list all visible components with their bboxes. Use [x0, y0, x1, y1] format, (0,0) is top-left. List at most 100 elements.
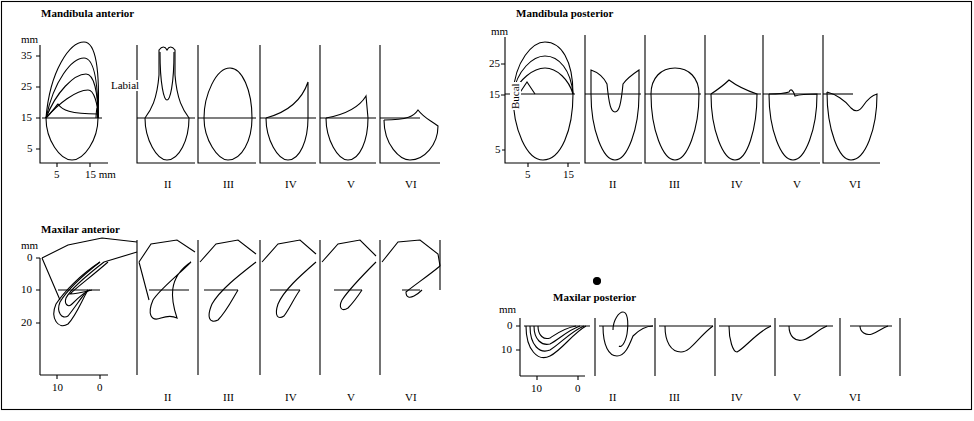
- bone-contour: [326, 96, 368, 160]
- axis-label: II: [608, 392, 617, 403]
- side-label: Bucal: [510, 82, 521, 110]
- axis-label: mm: [20, 34, 39, 45]
- bone-contour: [613, 312, 628, 347]
- axis-label: 0: [26, 252, 34, 263]
- axis-label: IV: [284, 179, 298, 190]
- ink-spot: [594, 278, 601, 285]
- axis-label: III: [222, 179, 235, 190]
- bone-contour: [160, 52, 174, 100]
- axis-label: III: [222, 392, 235, 403]
- axis-label: III: [668, 179, 681, 190]
- axis: [516, 318, 585, 380]
- bone-contour: [46, 42, 98, 118]
- bone-contour: [42, 238, 137, 258]
- bone-contour: [276, 262, 316, 318]
- axis: [516, 318, 900, 380]
- panel-title: Maxilar anterior: [40, 224, 121, 235]
- bone-contour: [322, 240, 376, 290]
- bone-contour: [382, 240, 440, 297]
- bone-contour: [198, 117, 256, 118]
- bone-contour: [719, 326, 771, 352]
- bone-contour: [823, 92, 877, 160]
- bone-contour: [850, 326, 892, 335]
- bone-contour: [380, 117, 420, 118]
- bone-contour: [599, 312, 653, 356]
- bone-contour: [46, 74, 98, 118]
- panel-title: Mandíbula anterior: [40, 8, 135, 19]
- bone-contour: [200, 240, 256, 290]
- axis-label: mm: [20, 240, 39, 251]
- bone-contour: [384, 110, 438, 160]
- axis-label: 15 mm: [84, 169, 117, 180]
- bone-contour: [380, 110, 438, 160]
- figure-border: [2, 2, 972, 410]
- axis: [36, 240, 440, 379]
- bone-contour: [651, 68, 699, 160]
- axis-label: V: [792, 392, 802, 403]
- bone-contour: [262, 240, 316, 290]
- axis: [36, 258, 108, 379]
- bone-contour: [65, 262, 104, 306]
- bone-contour: [139, 240, 195, 300]
- panel-title: Maxilar posterior: [552, 292, 637, 303]
- bone-contour: [860, 326, 888, 335]
- axis-label: 25: [20, 81, 33, 92]
- axis-label: III: [668, 392, 681, 403]
- bone-contour: [46, 90, 98, 118]
- bone-contour: [382, 240, 440, 290]
- bone-contour: [705, 80, 761, 160]
- bone-contour: [42, 238, 137, 326]
- axis-label: V: [792, 179, 802, 190]
- axis-label: 0: [506, 320, 514, 331]
- bone-contour: [585, 93, 641, 94]
- axis-label: 15: [488, 89, 501, 100]
- bone-contour: [534, 326, 580, 344]
- axis-label: 5: [524, 169, 532, 180]
- bone-contour: [763, 90, 821, 160]
- axis-label: Labial: [110, 80, 140, 91]
- axis-label: mm: [498, 304, 517, 315]
- bone-contour: [320, 96, 376, 160]
- bone-contour: [599, 325, 653, 326]
- axis-label: IV: [730, 392, 744, 403]
- bone-contour: [42, 42, 102, 160]
- bone-contour: [505, 42, 575, 160]
- bone-contour: [46, 108, 98, 160]
- axis-label: 10: [500, 344, 513, 355]
- axis-label: VI: [404, 179, 418, 190]
- axis-label: IV: [730, 179, 744, 190]
- bone-contour: [603, 326, 653, 356]
- axis: [137, 240, 440, 375]
- bone-contour: [260, 82, 316, 160]
- bone-contour: [524, 326, 590, 358]
- axis-label: 0: [96, 382, 104, 393]
- bone-contour: [591, 70, 639, 160]
- bone-contour: [538, 326, 576, 339]
- bone-contour: [209, 262, 256, 321]
- bone-contour: [42, 117, 102, 118]
- bone-contour: [406, 266, 440, 297]
- bone-contour: [204, 68, 252, 160]
- bone-contour: [665, 326, 713, 352]
- axis-label: II: [163, 392, 172, 403]
- bone-contour: [659, 326, 713, 352]
- bone-contour: [145, 47, 189, 160]
- bone-contour: [645, 93, 701, 94]
- axis-label: 15: [20, 112, 33, 123]
- bone-contour: [513, 94, 573, 160]
- axis: [501, 35, 580, 167]
- axis-label: 10: [51, 382, 64, 393]
- bone-contour: [526, 326, 586, 358]
- axis-label: 5: [26, 143, 34, 154]
- axis-label: 20: [20, 317, 33, 328]
- bone-contour: [705, 93, 761, 94]
- axis-label: 10: [530, 383, 543, 394]
- bone-contour: [262, 240, 316, 318]
- axis: [595, 318, 900, 376]
- bone-contour: [513, 42, 573, 94]
- axis-label: II: [163, 179, 172, 190]
- bone-contour: [340, 262, 376, 310]
- bone-contour: [198, 68, 256, 160]
- axis-label: 10: [20, 284, 33, 295]
